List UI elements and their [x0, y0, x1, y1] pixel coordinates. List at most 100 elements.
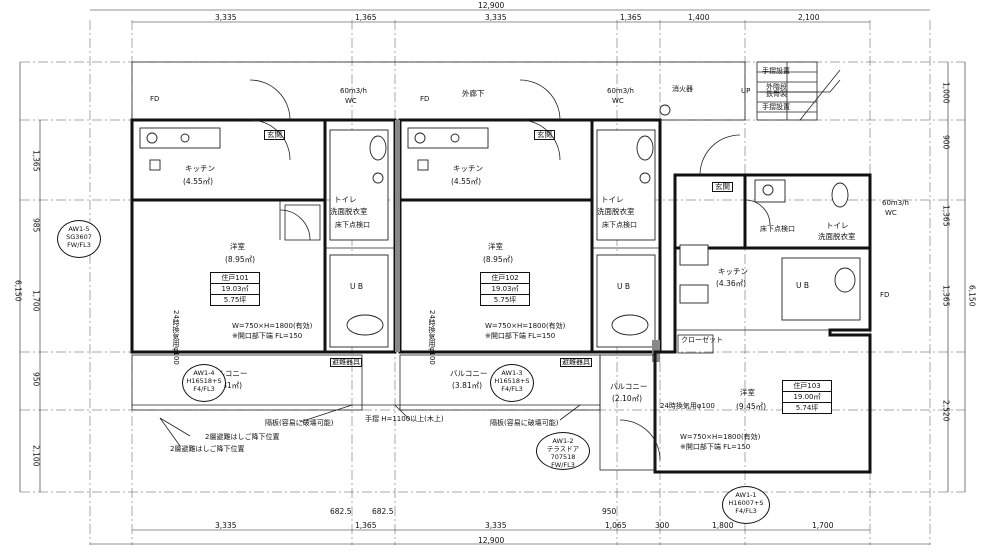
dim-left-5: 2,100 [31, 445, 41, 467]
unit-101-info-box: 住戸101 19.03㎡ 5.75坪 [210, 272, 260, 306]
unit-101-window-note: ※開口部下端 FL=150 [232, 332, 303, 340]
unit-101-walls [130, 118, 397, 354]
unit-101-yoshitsu-area: (8.95㎡) [225, 255, 256, 264]
unit-101-yoshitsu: 洋室 [230, 242, 245, 251]
corridor-label: 外廊下 [462, 89, 485, 98]
unit-103-closet2: クローゼット [681, 336, 723, 344]
dim-bottom-5: 300 [655, 521, 670, 530]
dim-right-3: 1,365 [941, 205, 951, 227]
unit-103-balcony-area: (2.10㎡) [612, 394, 643, 403]
dim-left-1: 1,365 [31, 150, 41, 172]
window-tag-aw1-2-line2: FW/FL3 [551, 461, 575, 469]
window-tag-aw1-1-line2: F4/FL3 [735, 507, 757, 515]
window-tag-aw1-5-line1: SG3607 [66, 233, 92, 241]
window-tag-aw1-1-line1: H16007+S [728, 499, 764, 507]
unit-101-closet: 床下点検口 [335, 221, 370, 229]
unit-101-balcony: バルコニー [210, 369, 248, 378]
dim-top-4: 1,365 [620, 13, 642, 22]
dim-right-total: 6,150 [967, 285, 977, 307]
dim-right-5: 2,520 [941, 400, 951, 422]
evac-ladder-tag-2: 避難器具 [560, 358, 592, 367]
wc-label-2: WC [612, 97, 624, 105]
dim-left-2: 985 [31, 218, 41, 233]
evac-ladder-tag-1: 避難器具 [330, 358, 362, 367]
unit-103-walls [619, 134, 872, 474]
window-tag-aw1-1: AW1-1 H16007+S F4/FL3 [722, 486, 770, 524]
dim-top-5: 1,400 [688, 13, 710, 22]
fd-label-3: FD [880, 291, 890, 299]
window-tag-aw1-3-line1: H16518+S [494, 377, 530, 385]
unit-103-id: 住戸103 [783, 381, 831, 392]
window-tag-aw1-2-line1: テラスドア 707518 [546, 445, 580, 461]
dim-bottom-4: 1,065 [605, 521, 627, 530]
window-tag-aw1-4-line2: F4/FL3 [193, 385, 215, 393]
unit-102-window-note: ※開口部下端 FL=150 [485, 332, 556, 340]
unit-103-yoshitsu-area: (9.45㎡) [736, 402, 767, 411]
stair-up-label: UP [741, 87, 751, 95]
dim-bottom-3: 3,335 [485, 521, 507, 530]
vent-label-2: 60m3/h [607, 87, 634, 95]
unit-102-kitchen-area: (4.55㎡) [451, 177, 482, 186]
unit-103-kitchen-area: (4.36㎡) [716, 279, 747, 288]
dim-bottom-6: 1,800 [712, 521, 734, 530]
unit-101-id: 住戸101 [211, 273, 259, 284]
unit-101-area: 19.03㎡ [211, 284, 259, 295]
unit-103-ub: U B [796, 281, 810, 290]
party-wall-hatch [395, 120, 400, 352]
unit-101-tsubo: 5.75坪 [223, 296, 247, 304]
wc-label-3: WC [885, 209, 897, 217]
unit-101-ub: U B [350, 282, 364, 291]
window-tag-aw1-3-line2: F4/FL3 [501, 385, 523, 393]
unit-103-genkan: 玄関 [712, 182, 733, 192]
stair-note-3: 手摺設置 [762, 103, 790, 111]
dim-bottom-sub-3: 950 [602, 507, 617, 516]
dim-bottom-2: 1,365 [355, 521, 377, 530]
unit-101-window: W=750×H=1800(有効) [232, 322, 313, 330]
unit-102-yoshitsu: 洋室 [488, 242, 503, 251]
unit-103-closet: 床下点検口 [760, 225, 795, 233]
partition-note-2: 隔板(容易に破壊可能) [490, 419, 559, 427]
dim-top-2: 1,365 [355, 13, 377, 22]
balconies [131, 354, 656, 471]
unit-101-kitchen-area: (4.55㎡) [183, 177, 214, 186]
hanger-note-3: 24時換気用φ100 [660, 402, 715, 410]
hanger-note-2: 24時換気用φ100 [428, 310, 436, 365]
window-tag-aw1-3-id: AW1-3 [501, 369, 523, 377]
dim-right-4: 1,365 [941, 285, 951, 307]
window-tag-aw1-4-line1: H16518+S [186, 377, 222, 385]
stair [756, 61, 841, 121]
unit-103-toilet: トイレ [826, 221, 849, 230]
window-tag-aw1-5-id: AW1-5 [68, 225, 90, 233]
dim-left-4: 950 [31, 372, 41, 387]
dim-left-total: 6,150 [13, 280, 23, 302]
unit-101-balcony-area: (3.81㎡) [212, 381, 243, 390]
vent-label-3: 60m3/h [882, 199, 909, 207]
unit-102-yoshitsu-area: (8.95㎡) [483, 255, 514, 264]
unit-102-tsubo: 5.75坪 [493, 296, 517, 304]
unit-101-kitchen: キッチン [185, 164, 215, 173]
hanger-note-1: 24時換気用φ100 [172, 310, 180, 365]
dim-left-3: 1,700 [31, 290, 41, 312]
unit-103-tsubo: 5.74坪 [795, 404, 819, 412]
unit-103-kitchen: キッチン [718, 267, 748, 276]
dimension-lines [19, 9, 966, 545]
dim-right-2: 900 [941, 135, 951, 150]
dim-bottom-1: 3,335 [215, 521, 237, 530]
unit-101-toilet: トイレ [334, 195, 357, 204]
ladder-note-1: 2層避難はしご降下位置 [205, 433, 280, 441]
railing-note: 手摺 H=1100以上(木上) [365, 415, 444, 423]
stair-note-2: 外階段 鉄骨製 [766, 83, 787, 98]
window-tag-aw1-4: AW1-4 H16518+S F4/FL3 [182, 364, 226, 402]
unit-102-toilet: トイレ [601, 195, 624, 204]
unit-103-balcony: バルコニー [610, 382, 648, 391]
unit-102-info-box: 住戸102 19.03㎡ 5.75坪 [480, 272, 530, 306]
stair-note-1: 手摺設置 [762, 67, 790, 75]
unit-102-id: 住戸102 [481, 273, 529, 284]
ladder-note-2: 2層避難はしご降下位置 [170, 445, 245, 453]
window-tag-aw1-2-id: AW1-2 [552, 437, 574, 445]
fd-label-2: FD [420, 95, 430, 103]
dim-top-6: 2,100 [798, 13, 820, 22]
unit-102-balcony: バルコニー [450, 369, 488, 378]
